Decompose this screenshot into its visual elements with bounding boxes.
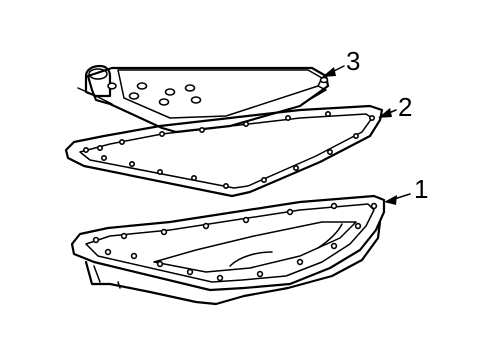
callout-label-filter: 3 [346,46,360,76]
gasket-bolt-holes [83,111,375,190]
callout-2-arrowhead [378,108,392,118]
callout-label-gasket: 2 [398,92,412,122]
callout-label-pan: 1 [414,174,428,204]
callout-3: 3 [322,46,360,77]
callout-1-arrowhead [384,195,397,205]
pan-part [70,194,386,306]
pan-bolt-holes [92,202,378,282]
filter-part [77,64,330,134]
callout-1: 1 [384,174,428,205]
callout-2: 2 [378,92,412,122]
gasket-part [64,104,384,198]
callout-3-arrowhead [322,67,336,77]
